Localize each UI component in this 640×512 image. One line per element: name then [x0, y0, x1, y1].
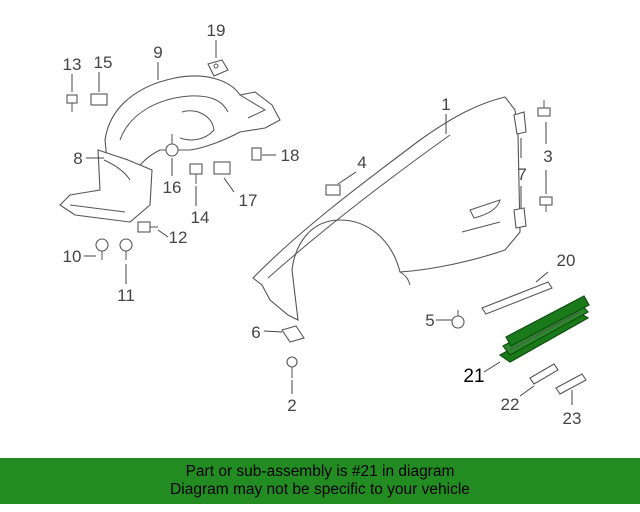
callout-4: 4: [357, 153, 366, 172]
callout-23: 23: [563, 409, 582, 428]
clip-part-18[interactable]: [251, 147, 262, 161]
bolt-part-2[interactable]: [286, 356, 298, 378]
bolt-part-3[interactable]: [537, 100, 553, 212]
info-banner-line-1: Part or sub-assembly is #21 in diagram: [185, 463, 455, 480]
callout-6: 6: [251, 323, 260, 342]
callout-11: 11: [117, 286, 135, 305]
screw-part-16[interactable]: [165, 134, 179, 157]
callout-22: 22: [501, 395, 520, 414]
clip-part-19[interactable]: [207, 59, 229, 77]
callout-9: 9: [153, 43, 162, 62]
callout-21: 21: [463, 366, 484, 387]
callout-1: 1: [441, 95, 450, 114]
front-fender-part-1[interactable]: [252, 96, 521, 321]
info-banner: Part or sub-assembly is #21 in diagram D…: [0, 458, 640, 504]
callout-2: 2: [287, 396, 296, 415]
leader-lines: [71, 40, 573, 405]
callout-7: 7: [517, 165, 526, 184]
parts-diagram: 13 15 9 19 8 16 18 14 17 12 10 11 1 4 3 …: [59, 21, 590, 428]
callout-14: 14: [191, 208, 210, 227]
callout-18: 18: [281, 146, 300, 165]
callout-15: 15: [94, 53, 113, 72]
callout-12: 12: [169, 228, 188, 247]
info-banner-line-2: Diagram may not be specific to your vehi…: [170, 481, 470, 498]
callout-20: 20: [557, 251, 576, 270]
screw-part-11[interactable]: [119, 238, 133, 260]
molding-part-20[interactable]: [481, 281, 553, 315]
screw-part-5[interactable]: [451, 310, 465, 329]
splash-shield-part-8[interactable]: [59, 149, 153, 223]
callout-10: 10: [63, 247, 82, 266]
callout-3: 3: [543, 147, 552, 166]
bracket-part-23[interactable]: [555, 373, 587, 395]
nut-part-14[interactable]: [189, 163, 203, 184]
screw-part-10[interactable]: [95, 238, 109, 260]
screw-part-13[interactable]: [66, 94, 78, 112]
bracket-part-6[interactable]: [281, 325, 305, 343]
screw-part-12[interactable]: [137, 221, 158, 233]
rocker-trim-part-21[interactable]: [498, 295, 590, 363]
callout-13: 13: [63, 55, 82, 74]
callout-8: 8: [73, 149, 82, 168]
callout-19: 19: [207, 21, 226, 40]
bracket-part-22[interactable]: [529, 363, 559, 385]
callout-17: 17: [239, 191, 258, 210]
clip-part-15[interactable]: [90, 93, 108, 106]
callout-5: 5: [425, 311, 434, 330]
callout-16: 16: [163, 178, 182, 197]
nut-part-4[interactable]: [325, 184, 341, 196]
clip-part-17[interactable]: [213, 161, 231, 175]
bracket-part-7[interactable]: [513, 111, 527, 229]
